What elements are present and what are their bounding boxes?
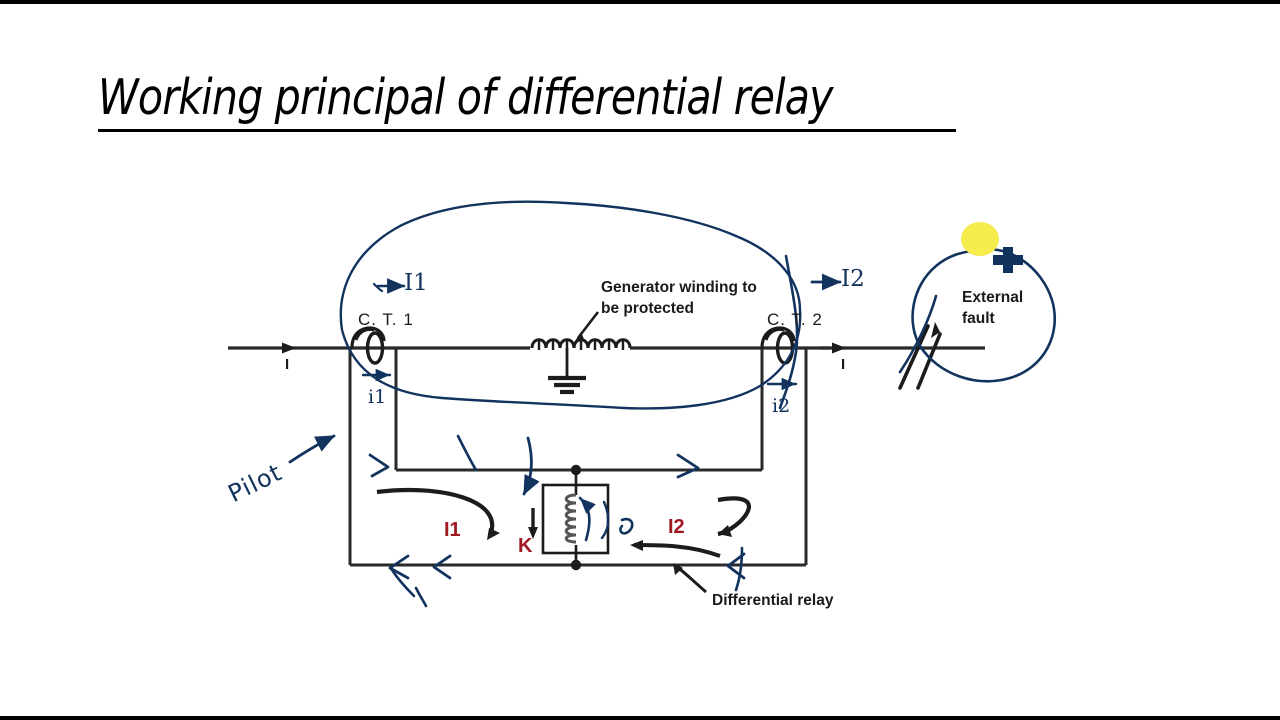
current-arrow-i2b [633, 543, 721, 558]
ink-relay-box-tick [600, 500, 610, 540]
ink-arrow-relay-down [522, 436, 540, 496]
ink-stroke-over-ct2 [778, 254, 799, 410]
line-current-left-label: I [285, 356, 290, 373]
protected-zone-circle [339, 200, 802, 410]
frame-bar-bottom [0, 716, 1280, 720]
current-arrow-i1 [376, 487, 495, 536]
bus-right-current-arrow [832, 342, 846, 354]
external-fault-arrowhead [931, 322, 940, 338]
ink-stray-stroke-c [456, 434, 478, 472]
ink-arrow-i1-tail [372, 282, 384, 293]
ink-relay-box-arrow [578, 496, 596, 542]
yellow-highlight-blob [961, 222, 999, 256]
ink-secondary-current-right-label: i2 [772, 395, 791, 417]
generator-winding-label-line1: Generator winding to [601, 279, 757, 296]
ink-pilot-arrow [288, 434, 336, 464]
ink-primary-current-left-label: I1 [404, 270, 428, 296]
external-fault-label-line2: fault [962, 310, 995, 327]
line-current-right-label: I [841, 356, 846, 373]
page-title: Working principal of differential relay [98, 69, 833, 126]
ink-stray-stroke-a [390, 568, 416, 598]
current-arrow-i2b-head [630, 540, 643, 551]
ink-chevron-lower-left2 [432, 554, 452, 580]
ct1-symbol [350, 326, 386, 365]
generator-winding-label-line2: be protected [601, 300, 695, 317]
differential-relay-label-pointer-arrow [673, 563, 683, 575]
current-arrow-i2-head [718, 525, 732, 537]
junction-dot-bottom [570, 559, 582, 571]
generator-label-pointer-arrow [575, 332, 584, 341]
ink-secondary-current-left-label: i1 [368, 386, 387, 408]
page-title-underline [98, 129, 956, 132]
frame-bar-top [0, 0, 1280, 4]
generator-winding-coil [530, 338, 632, 349]
current-i1-label: I1 [444, 519, 461, 541]
bus-left-current-arrow [282, 342, 296, 354]
ink-annotation-layer [288, 200, 1057, 608]
plus-cursor-icon[interactable] [993, 247, 1023, 273]
current-arrow-i2 [717, 496, 751, 537]
ink-primary-current-right-label: I2 [841, 266, 865, 292]
differential-relay-label: Differential relay [712, 592, 834, 609]
external-fault-circle [911, 247, 1057, 383]
highlight-and-cursor-layer [961, 222, 1023, 273]
external-fault-label-line1: External [962, 289, 1024, 306]
ct2-label: C. T. 2 [767, 310, 823, 329]
ink-stray-stroke-d [734, 546, 744, 592]
k-arrow-head [528, 527, 538, 539]
ink-chevron-upper-left [368, 453, 390, 478]
schematic-printed-layer [228, 311, 985, 594]
current-i2-label: I2 [668, 516, 685, 538]
ink-chevron-lower-left [388, 554, 410, 580]
current-arrow-i1-head [487, 528, 500, 540]
ink-swirl [619, 517, 634, 535]
external-fault-symbol [898, 324, 942, 390]
relay-coil [564, 493, 577, 544]
ct1-label: C. T. 1 [358, 310, 414, 329]
ink-chevron-upper-right [676, 453, 700, 479]
ink-stray-stroke-b [414, 586, 428, 608]
ground-symbol [548, 375, 586, 395]
relay-k-label: K [518, 535, 533, 557]
ink-fault-stroke [898, 294, 938, 374]
junction-dot-top [570, 464, 582, 476]
